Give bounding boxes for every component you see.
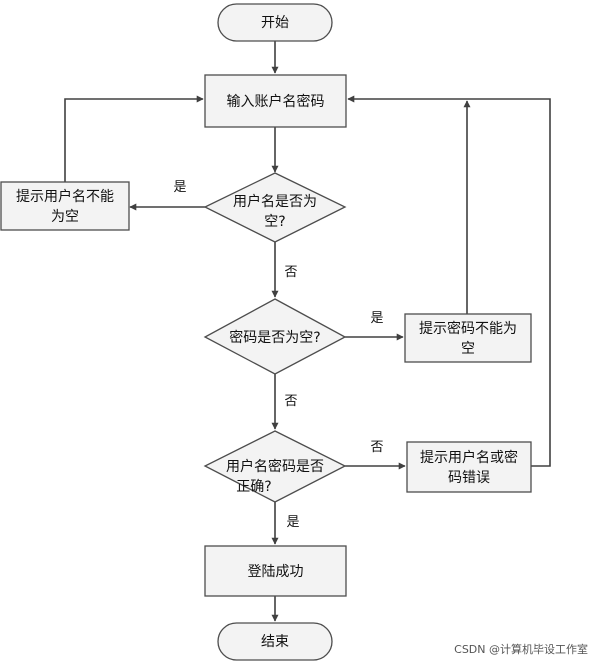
prompt-username-empty-line2: 为空 <box>51 209 79 225</box>
node-input: 输入账户名密码 <box>204 74 347 128</box>
node-end: 结束 <box>217 622 333 661</box>
label-username-empty-no: 否 <box>284 265 297 280</box>
prompt-credentials-wrong-line1: 提示用户名或密 <box>420 449 518 466</box>
login-success-label: 登陆成功 <box>248 564 304 580</box>
prompt-password-empty-line2: 空 <box>461 341 475 357</box>
node-start: 开始 <box>217 3 333 42</box>
node-prompt-credentials-wrong: 提示用户名或密 码错误 <box>406 441 532 493</box>
edge-labels: 是 否 是 否 否 是 <box>173 180 383 530</box>
start-label: 开始 <box>261 15 289 31</box>
watermark: CSDN @计算机毕设工作室 <box>454 642 588 656</box>
node-prompt-password-empty: 提示密码不能为 空 <box>404 313 532 363</box>
node-check-password-empty: 密码是否为空? <box>203 298 347 375</box>
prompt-password-empty-line1: 提示密码不能为 <box>419 320 517 337</box>
label-username-empty-yes: 是 <box>173 180 186 195</box>
node-login-success: 登陆成功 <box>204 545 347 597</box>
label-password-empty-yes: 是 <box>370 311 383 326</box>
node-prompt-username-empty: 提示用户名不能 为空 <box>0 181 130 231</box>
check-credentials-label-line1: 用户名密码是否 <box>226 458 324 475</box>
check-password-empty-label: 密码是否为空? <box>229 329 320 346</box>
label-password-empty-no: 否 <box>284 394 297 409</box>
label-credentials-yes: 是 <box>286 515 299 530</box>
connectors <box>64 41 551 622</box>
input-label: 输入账户名密码 <box>227 93 325 110</box>
node-check-username-empty: 用户名是否为 空? <box>203 172 347 243</box>
check-username-empty-label-line1: 用户名是否为 <box>233 193 317 210</box>
edge-prompt-wrong-back-to-input <box>347 95 551 467</box>
prompt-credentials-wrong-line2: 码错误 <box>448 470 490 486</box>
label-credentials-no: 否 <box>370 440 383 455</box>
edge-prompt-user-back-to-input <box>64 95 204 182</box>
node-check-credentials: 用户名密码是否 正确? <box>203 430 347 503</box>
check-credentials-label-line2: 正确? <box>236 479 271 495</box>
end-label: 结束 <box>261 634 289 650</box>
prompt-username-empty-line1: 提示用户名不能 <box>16 188 114 205</box>
check-username-empty-label-line2: 空? <box>264 214 285 230</box>
